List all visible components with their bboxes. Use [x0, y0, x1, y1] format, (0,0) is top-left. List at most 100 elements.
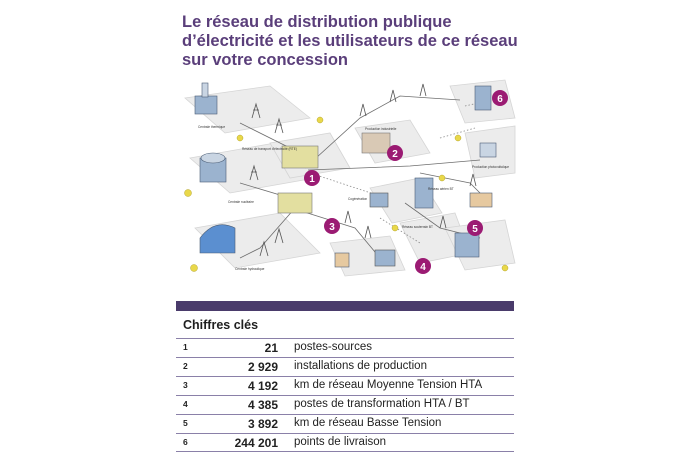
- label-reseau-souterrain-bt: Réseau souterrain BT: [402, 225, 433, 229]
- tree: [454, 134, 462, 142]
- row-number: 4: [183, 399, 188, 409]
- badge-6: 6: [492, 90, 508, 106]
- label-centrale-thermique: Centrale thermique: [198, 125, 225, 129]
- building: [334, 252, 350, 268]
- pylon: [389, 89, 397, 103]
- badge-5: 5: [467, 220, 483, 236]
- title-line-2: d’électricité et les utilisateurs de ce …: [182, 32, 518, 50]
- table-row: 4 4 385 postes de transformation HTA / B…: [176, 395, 514, 414]
- row-label: postes de transformation HTA / BT: [294, 398, 470, 410]
- row-value: 3 892: [247, 417, 278, 431]
- tree: [236, 134, 244, 142]
- badge-3-label: 3: [329, 222, 335, 233]
- badge-4: 4: [415, 258, 431, 274]
- title-line-3: sur votre concession: [182, 51, 348, 69]
- table-row: 2 2 929 installations de production: [176, 357, 514, 376]
- pylon: [251, 102, 261, 119]
- row-value: 4 192: [247, 379, 278, 393]
- row-label: km de réseau Basse Tension: [294, 417, 442, 429]
- table-row: 3 4 192 km de réseau Moyenne Tension HTA: [176, 376, 514, 395]
- badge-2-label: 2: [392, 149, 398, 160]
- pylon: [359, 103, 367, 117]
- row-label: km de réseau Moyenne Tension HTA: [294, 379, 483, 391]
- label-production-industrielle: Production industrielle: [365, 127, 397, 131]
- label-reseau-aerien-bt: Réseau aérien BT: [428, 187, 454, 191]
- building: [201, 82, 209, 98]
- title-line-1: Le réseau de distribution publique: [182, 13, 452, 31]
- key-figures-heading: Chiffres clés: [183, 318, 259, 332]
- row-label: postes-sources: [294, 341, 372, 353]
- power-line: [307, 159, 481, 171]
- dotted-line: [379, 217, 421, 244]
- row-number: 2: [183, 361, 188, 371]
- badge-5-label: 5: [472, 224, 478, 235]
- label-centrale-nucleaire: Centrale nucléaire: [228, 200, 254, 204]
- network-illustration: 1 2 3 4 5 6 Cent: [180, 78, 518, 278]
- substation: [361, 132, 391, 154]
- key-figures-table: 1 21 postes-sources 2 2 929 installation…: [176, 338, 514, 452]
- pylon: [274, 117, 284, 134]
- building: [469, 192, 493, 208]
- row-number: 6: [183, 437, 188, 447]
- tree: [391, 224, 399, 232]
- badge-1: 1: [304, 170, 320, 186]
- building: [479, 142, 497, 158]
- power-line: [304, 95, 461, 169]
- page-title: Le réseau de distribution publique d’éle…: [182, 13, 542, 70]
- trees: [184, 116, 509, 272]
- row-value: 244 201: [234, 436, 278, 450]
- table-row: 5 3 892 km de réseau Basse Tension: [176, 414, 514, 433]
- label-rte: Réseau de transport d'électricité (RTE): [242, 147, 297, 151]
- building: [474, 85, 492, 111]
- pylon: [439, 215, 447, 229]
- row-number: 5: [183, 418, 188, 428]
- row-value: 21: [264, 341, 278, 355]
- table-row: 6 244 201 points de livraison: [176, 433, 514, 452]
- pylons: [249, 83, 477, 257]
- label-cogeneration: Cogénération: [348, 197, 367, 201]
- power-line: [297, 209, 381, 259]
- row-value: 2 929: [247, 360, 278, 374]
- tree: [501, 264, 509, 272]
- substation: [369, 192, 389, 208]
- badges: 1 2 3 4 5 6: [304, 90, 508, 274]
- divider-bar: [176, 301, 514, 311]
- row-number: 3: [183, 380, 188, 390]
- pylon: [259, 240, 269, 257]
- dotted-line: [439, 127, 476, 139]
- pylon: [274, 227, 284, 244]
- pylon: [249, 164, 259, 181]
- tree: [190, 264, 198, 272]
- tree: [438, 174, 446, 182]
- building: [194, 95, 218, 115]
- dam: [199, 224, 236, 254]
- power-line: [239, 207, 296, 259]
- substation: [281, 145, 319, 169]
- illustration-labels: Centrale thermique Réseau de transport d…: [198, 125, 509, 271]
- label-centrale-hydraulique: Centrale hydraulique: [235, 267, 265, 271]
- pylon: [344, 210, 352, 224]
- substations: [277, 132, 396, 267]
- tree: [316, 116, 324, 124]
- building: [200, 152, 226, 164]
- network-diagram-svg: 1 2 3 4 5 6 Cent: [184, 79, 516, 277]
- building: [454, 232, 480, 258]
- tree: [184, 189, 192, 197]
- badge-6-label: 6: [497, 94, 503, 105]
- badge-4-label: 4: [420, 262, 426, 273]
- label-production-photovoltaique: Production photovoltaïque: [472, 165, 509, 169]
- substation: [374, 249, 396, 267]
- building: [414, 177, 434, 209]
- row-label: points de livraison: [294, 436, 387, 448]
- row-value: 4 385: [247, 398, 278, 412]
- substation: [277, 192, 313, 214]
- row-number: 1: [183, 342, 188, 352]
- table-row: 1 21 postes-sources: [176, 338, 514, 357]
- row-label: installations de production: [294, 360, 427, 372]
- dotted-line: [309, 172, 381, 197]
- badge-1-label: 1: [309, 174, 315, 185]
- pylon: [419, 83, 427, 97]
- pylon: [469, 173, 477, 187]
- pylon: [364, 225, 372, 239]
- badge-3: 3: [324, 218, 340, 234]
